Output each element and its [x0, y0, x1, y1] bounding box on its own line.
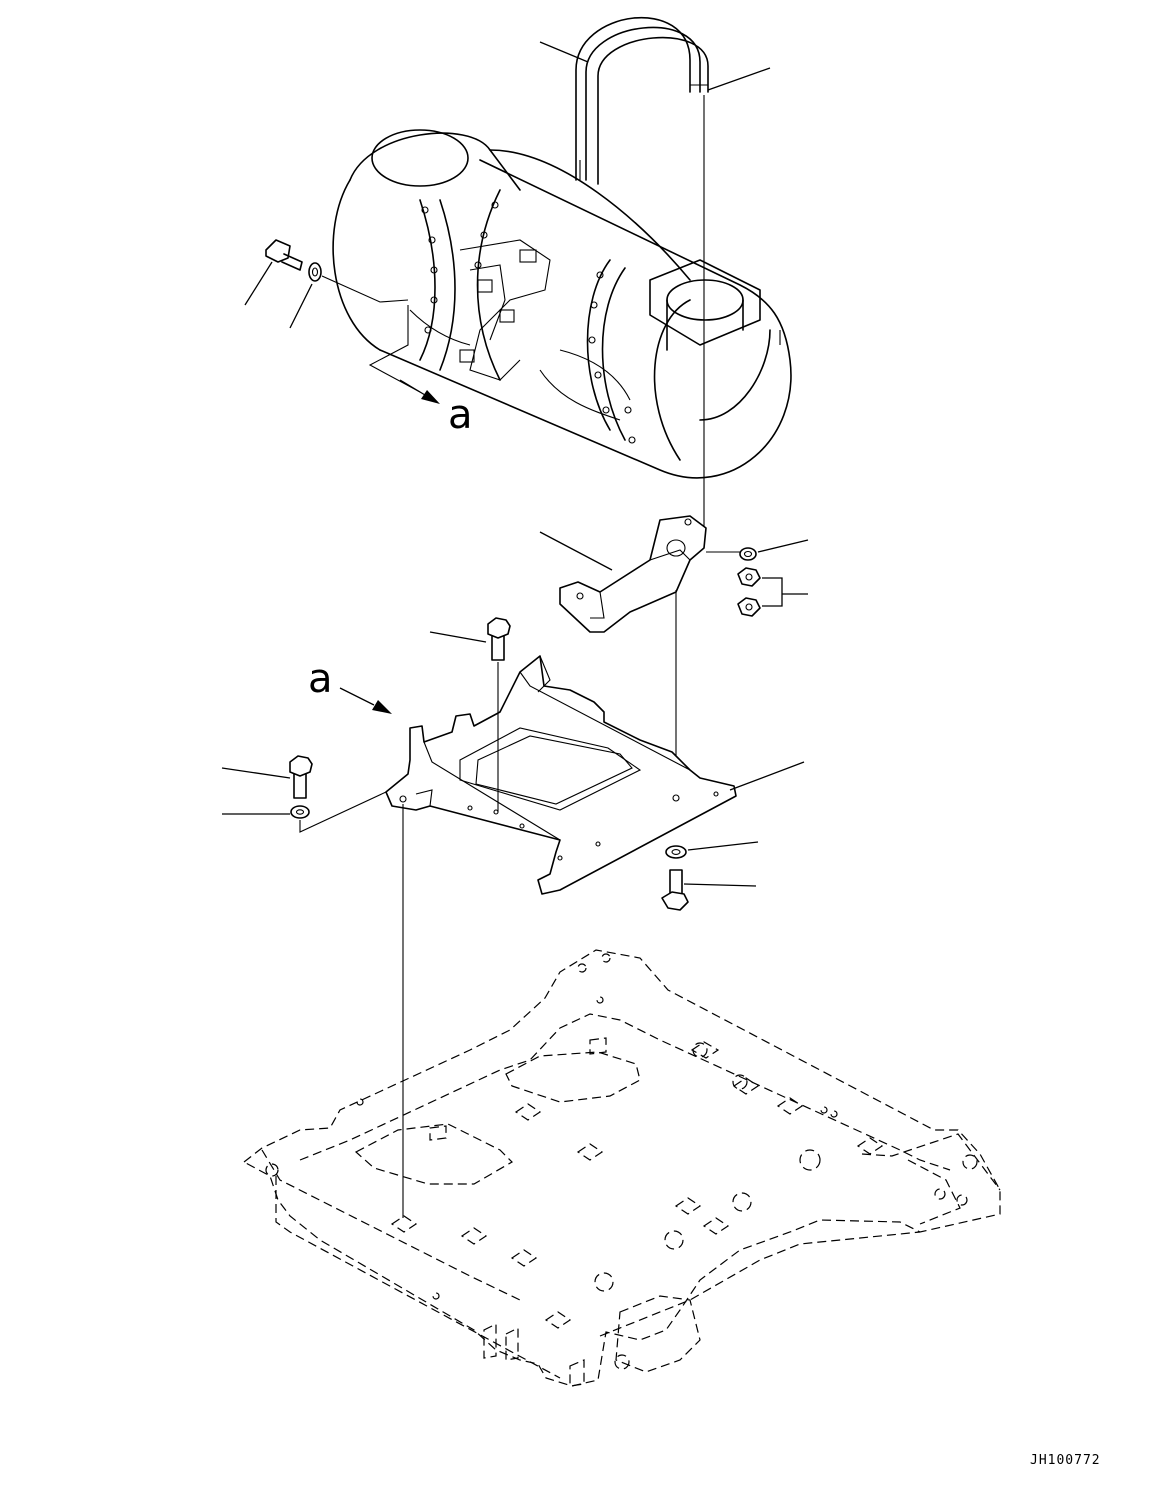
ring-bolts: [421, 201, 636, 444]
leader-plate-washer-right: [687, 841, 759, 851]
canister-mount-bolt: [265, 239, 303, 271]
assembly-line-canister-bolt: [321, 275, 409, 303]
leader-base-plate: [729, 761, 805, 791]
bracket-nut-upper: [737, 567, 761, 587]
plate-bolt-upper: [487, 617, 511, 661]
view-arrow-upper: [399, 379, 440, 404]
plate-washer-right: [665, 845, 687, 859]
base-plate: [385, 655, 737, 895]
leader-plate-bolt-right: [683, 883, 757, 887]
canister-washer: [308, 262, 322, 282]
leader-bracket: [539, 531, 613, 571]
leader-canister-bolt: [244, 261, 273, 306]
u-bolt-clamp: [575, 16, 709, 185]
leader-ubolt-left: [539, 41, 589, 63]
assembly-line-canister-bracket: [368, 305, 421, 393]
plate-bolt-right: [661, 869, 689, 911]
view-arrow-lower: [339, 687, 392, 714]
drawing-code: JH100772: [1030, 1453, 1101, 1468]
leader-plate-bolt-left: [221, 767, 291, 779]
aftertreatment-canister: [332, 129, 792, 479]
bracket-washer: [739, 547, 757, 561]
plate-washer-left: [290, 805, 310, 819]
leader-plate-bolt-upper: [429, 631, 487, 643]
view-callout-upper: a: [448, 392, 473, 438]
leader-ubolt-right: [707, 67, 771, 91]
mounting-bracket: [559, 515, 707, 633]
view-callout-lower: a: [308, 656, 333, 702]
assembly-line-plate-bolt-left: [299, 791, 387, 833]
revolving-frame: [242, 949, 1001, 1387]
leader-bracket-nuts: [762, 577, 808, 607]
bracket-nut-lower: [737, 597, 761, 617]
leader-canister-washer: [289, 283, 313, 329]
leader-bracket-washer: [757, 539, 809, 553]
plate-bolt-left: [289, 755, 313, 799]
